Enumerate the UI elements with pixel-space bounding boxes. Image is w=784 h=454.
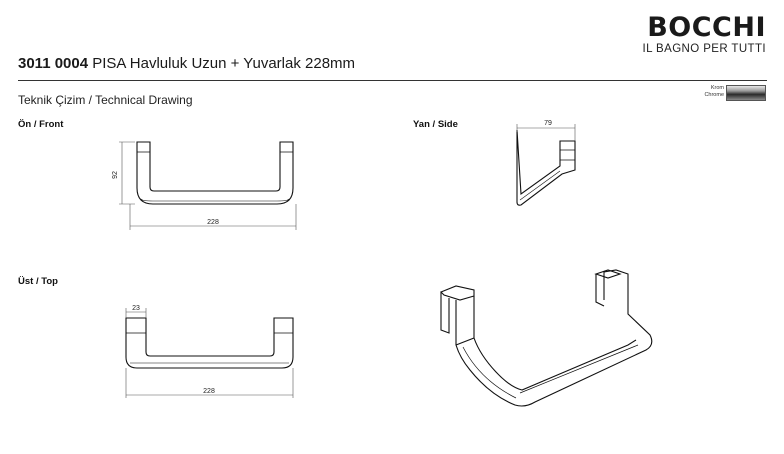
- brand-name: BOCCHI: [647, 12, 766, 43]
- brand-tagline: IL BAGNO PER TUTTI: [642, 43, 766, 55]
- side-depth-dimension: [516, 124, 576, 141]
- product-title: 3011 0004 PISA Havluluk Uzun + Yuvarlak …: [18, 55, 355, 72]
- front-height-dimension: [119, 141, 135, 205]
- drawing-subtitle: Teknik Çizim / Technical Drawing: [18, 93, 193, 107]
- top-leg-dim: 23: [132, 305, 140, 312]
- front-view-label: Ön / Front: [18, 119, 64, 130]
- front-width-dim: 228: [207, 219, 219, 226]
- top-view-label: Üst / Top: [18, 276, 58, 287]
- side-view-label: Yan / Side: [413, 119, 458, 130]
- top-leg-dimension: [125, 308, 147, 318]
- product-code: 3011 0004: [18, 55, 89, 72]
- chrome-finish-swatch: [726, 85, 766, 101]
- finish-label: Krom Chrome: [704, 85, 724, 99]
- brand-logo: BOCCHI IL BAGNO PER TUTTI: [643, 14, 767, 56]
- perspective-view-drawing: [440, 269, 653, 407]
- product-name: PISA Havluluk Uzun + Yuvarlak 228mm: [92, 55, 356, 72]
- front-width-dimension: [129, 204, 297, 230]
- finish-label-tr: Krom: [710, 85, 724, 91]
- top-view-drawing: [125, 317, 294, 369]
- side-view-drawing: [516, 129, 576, 206]
- top-width-dim: 228: [203, 388, 215, 395]
- header-divider: [18, 80, 767, 81]
- side-depth-dim: 79: [544, 120, 552, 127]
- top-width-dimension: [125, 368, 294, 398]
- front-height-dim: 92: [112, 171, 119, 179]
- front-view-drawing: [136, 141, 294, 205]
- finish-label-en: Chrome: [704, 92, 724, 98]
